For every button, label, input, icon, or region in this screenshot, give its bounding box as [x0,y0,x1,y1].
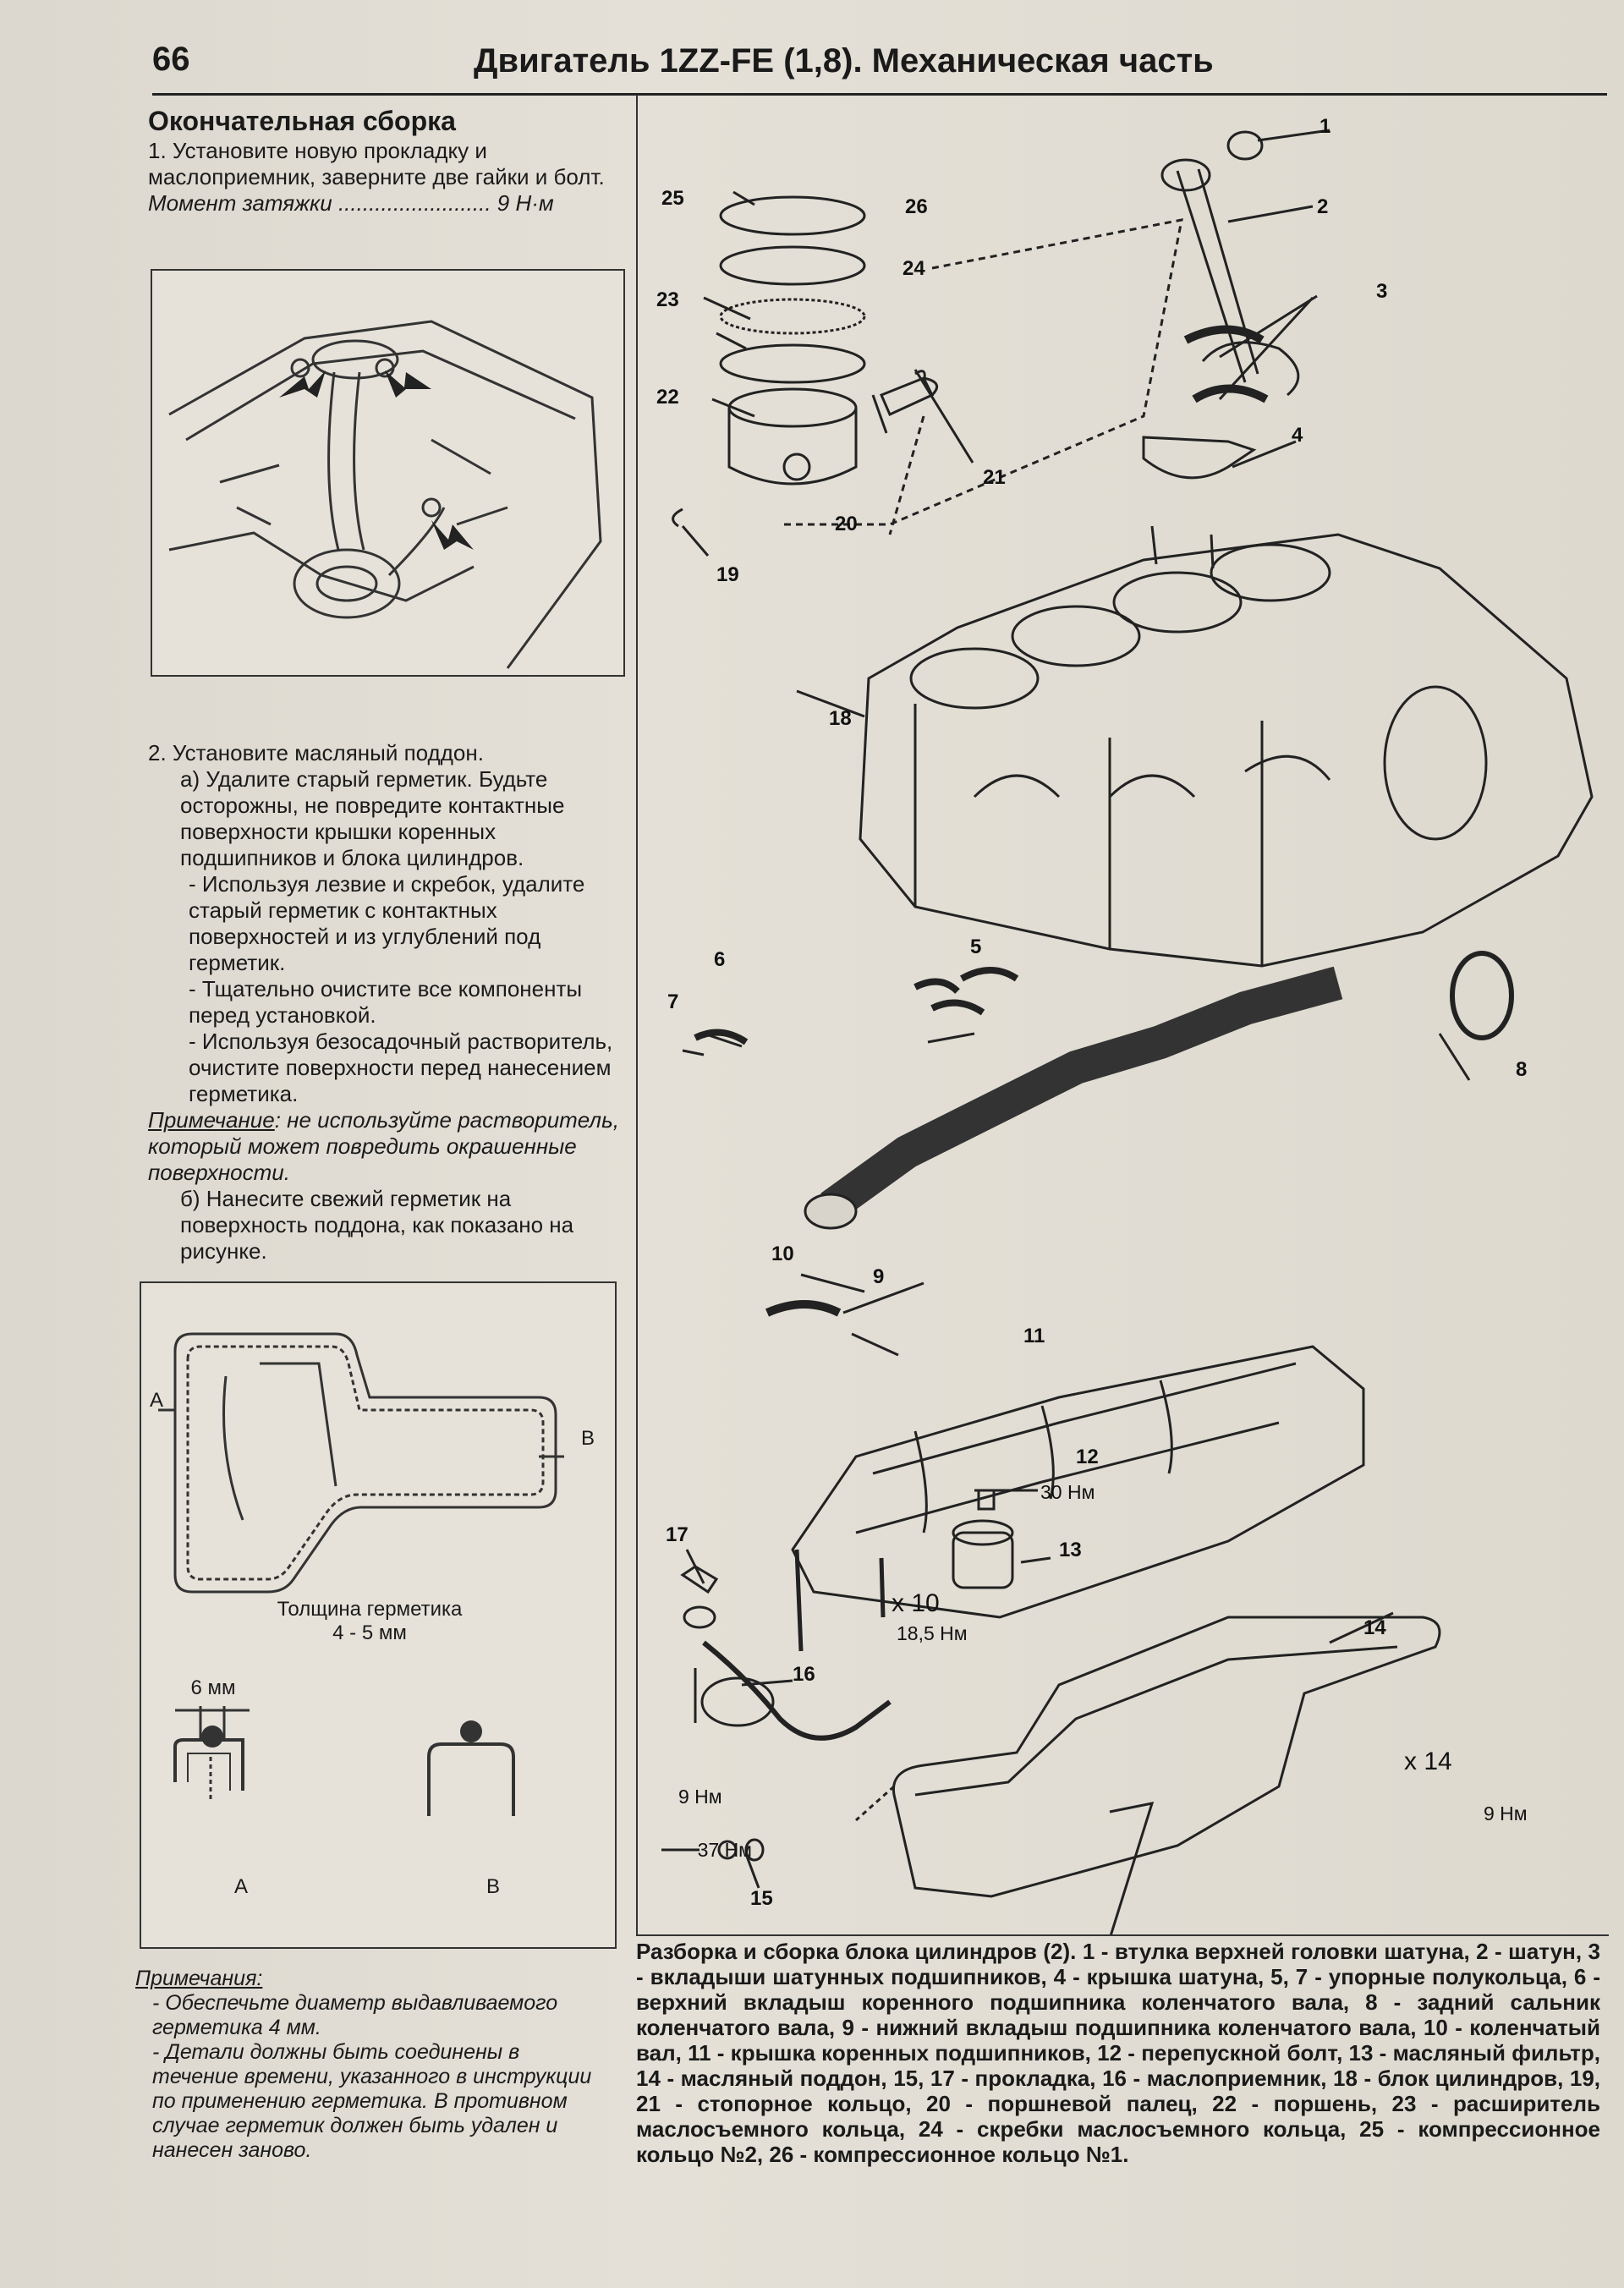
rod-cap [1142,436,1257,480]
callout-20: 20 [835,513,858,535]
callout-22: 22 [656,386,679,409]
torque-labels: 30 Нм x 10 18,5 Нм x 14 9 Нм 9 Нм 37 Нм [678,1481,1528,1861]
diagram-frame [636,95,1609,1936]
step-2a: а) Удалите старый герметик. Будьте остор… [180,766,565,870]
step-1: 1. Установите новую прокладку и маслопри… [148,138,605,189]
callout-1: 1 [1320,115,1330,138]
thickness-label: Толщина герметика 4 - 5 мм [243,1598,497,1645]
callout-26: 26 [905,195,928,218]
diagram-callouts: 1 2 3 4 5 6 7 8 9 10 11 12 13 14 15 16 1… [656,115,1527,1910]
step-2: 2. Установите масляный поддон. [148,740,484,765]
torque-18-5: 18,5 Нм [897,1622,968,1644]
rear-oil-seal [1450,951,1514,1040]
callout-14: 14 [1363,1616,1386,1639]
left-column-middle: 2. Установите масляный поддон. а) Удалит… [148,740,626,1265]
oil-strainer [702,1640,892,1741]
bullet-1: - Используя лезвие и скребок, удалите ст… [189,871,585,975]
step-2b: б) Нанесите свежий герметик на поверхнос… [180,1186,574,1264]
callout-10: 10 [771,1243,794,1265]
circlip-19 [672,508,683,528]
bolt-count-10: x 10 [892,1589,940,1617]
callout-12: 12 [1076,1446,1099,1468]
ring-25 [719,245,866,286]
oil-pan [892,1616,1441,1898]
main-bearings [694,967,1019,1045]
callout-13: 13 [1059,1539,1082,1561]
callout-19: 19 [716,563,739,586]
callout-15: 15 [750,1887,773,1910]
bullet-3: - Используя безосадочный растворитель, о… [189,1029,613,1106]
callout-23: 23 [656,288,679,311]
sealant-bead-b [460,1720,482,1742]
callout-25: 25 [661,187,684,210]
notes-heading: Примечания: [135,1967,263,1990]
thickness-value: 4 - 5 мм [332,1621,407,1644]
sealant-figure: A B Толщина герметика 4 - 5 мм 6 мм A B [140,1281,617,1949]
note-text: : не используйте растворитель, который м… [148,1107,619,1185]
thickness-title: Толщина герметика [277,1598,463,1621]
oil-strainer-illustration [168,320,602,669]
torque-9-strainer: 9 Нм [678,1786,722,1808]
connecting-rod [1176,170,1247,383]
callout-9: 9 [873,1265,884,1288]
chapter-title: Двигатель 1ZZ-FE (1,8). Механическая час… [474,42,1214,80]
lower-bearing [765,1300,842,1317]
detail-a-label: A [234,1875,249,1898]
bottom-notes: Примечания: - Обеспечьте диаметр выдавли… [135,1967,609,2163]
torque-spec: Момент затяжки .........................… [148,190,554,216]
callout-21: 21 [983,466,1006,489]
section-b-label: B [581,1427,595,1450]
callout-11: 11 [1023,1325,1045,1347]
callout-5: 5 [970,936,981,958]
callout-17: 17 [666,1523,689,1546]
callout-4: 4 [1292,424,1303,447]
gasket-17 [680,1565,719,1594]
callout-6: 6 [714,948,725,971]
notes-item-2: - Детали должны быть соединены в течение… [152,2040,592,2162]
callout-24: 24 [903,257,925,280]
page-number: 66 [152,41,190,78]
bushing [1226,130,1264,161]
note-head: Примечание [148,1107,275,1133]
left-column-top: Окончательная сборка 1. Установите новую… [148,106,626,217]
callout-7: 7 [667,990,678,1013]
note: Примечание: не используйте растворитель,… [148,1107,626,1186]
ring-26 [719,195,866,236]
torque-9-pan: 9 Нм [1484,1802,1528,1824]
torque-37: 37 Нм [698,1839,752,1861]
dimension-label: 6 мм [190,1676,236,1699]
ring-23 [719,298,866,335]
callout-2: 2 [1317,195,1328,218]
figure-caption: Разборка и сборка блока цилиндров (2). 1… [636,1939,1600,2167]
cylinder-block [859,533,1594,968]
oil-strainer-figure [151,269,625,677]
callout-18: 18 [829,707,852,730]
gasket-15 [744,1838,765,1862]
main-bearing-cap [791,1345,1365,1619]
detail-b-label: B [486,1875,501,1898]
oil-filter [952,1531,1014,1589]
ring-24 [719,343,866,384]
torque-30: 30 Нм [1040,1481,1095,1503]
bearing-shell-lower [1192,384,1269,403]
sealant-bead-a [201,1726,223,1748]
drain-plug [717,1840,738,1860]
bullet-2: - Тщательно очистите все компоненты пере… [189,976,583,1028]
sealant-illustration [158,1332,564,1816]
bolt-count-14: x 14 [1404,1748,1452,1775]
section-title: Окончательная сборка [148,106,456,136]
notes-item-1: - Обеспечьте диаметр выдавливаемого герм… [152,1991,558,2039]
piston [727,408,858,486]
callout-3: 3 [1376,280,1387,303]
crankshaft [820,966,1343,1221]
callout-8: 8 [1516,1058,1527,1081]
exploded-engine-diagram: 1 2 3 4 5 6 7 8 9 10 11 12 13 14 15 16 1… [656,115,1594,1934]
page-header: 66 Двигатель 1ZZ-FE (1,8). Механическая … [152,34,1607,96]
callout-16: 16 [793,1663,815,1686]
section-a-label: A [150,1389,164,1412]
